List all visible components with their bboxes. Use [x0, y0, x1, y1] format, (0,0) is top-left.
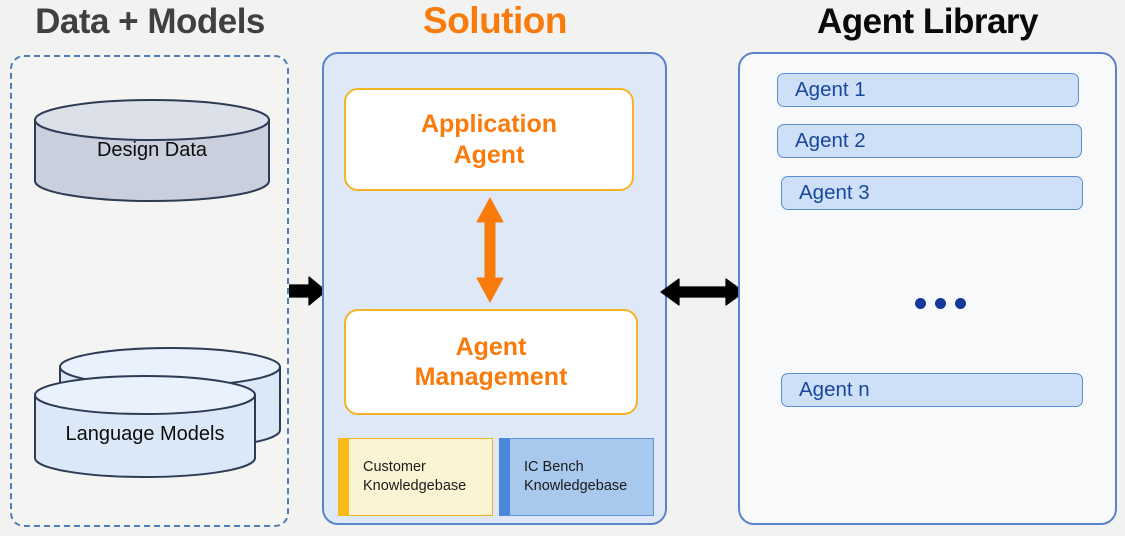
ic-bench-knowledgebase-label-line1: IC Bench: [524, 458, 584, 475]
ic-bench-knowledgebase-box[interactable]: IC Bench Knowledgebase: [499, 438, 654, 516]
application-agent-label-line1: Application: [420, 110, 558, 138]
agent-management-label-line2: Management: [414, 363, 568, 391]
agent-list-item-n-label: Agent n: [799, 378, 870, 401]
customer-knowledgebase-box[interactable]: Customer Knowledgebase: [338, 438, 493, 516]
database-label-design-data: Design Data: [96, 139, 208, 161]
agent-management-card[interactable]: Agent Management: [344, 309, 638, 415]
agent-library-panel: [738, 52, 1117, 525]
application-agent-label-line2: Agent: [453, 140, 525, 169]
page-title-agent-library: Agent Library: [816, 2, 1039, 41]
arrow-data-to-solution-icon: [289, 276, 327, 306]
agent-list-item-1[interactable]: Agent 1: [777, 73, 1079, 107]
ic-bench-knowledgebase-label-line2: Knowledgebase: [524, 478, 628, 494]
page-title-data-models: Data + Models: [35, 2, 265, 41]
agent-list-ellipsis-icon: [915, 298, 966, 309]
customer-knowledgebase-label-line1: Customer: [363, 458, 426, 475]
arrow-bidirectional-vertical-icon: [476, 197, 504, 303]
arrow-bidirectional-horizontal-icon: [660, 278, 745, 306]
agent-list-item-2[interactable]: Agent 2: [777, 124, 1082, 158]
agent-management-label-line1: Agent: [455, 332, 527, 361]
database-label-language-models: Language Models: [65, 422, 225, 445]
agent-list-item-3-label: Agent 3: [799, 181, 870, 204]
database-cylinder-language-models: [34, 347, 281, 478]
application-agent-card[interactable]: Application Agent: [344, 88, 634, 191]
customer-knowledgebase-label-line2: Knowledgebase: [363, 478, 467, 494]
agent-list-item-3[interactable]: Agent 3: [781, 176, 1083, 210]
database-cylinder-design-data: [34, 99, 270, 202]
page-title-solution: Solution: [423, 0, 567, 41]
agent-list-item-n[interactable]: Agent n: [781, 373, 1083, 407]
agent-list-item-2-label: Agent 2: [795, 129, 866, 152]
agent-list-item-1-label: Agent 1: [795, 78, 866, 101]
